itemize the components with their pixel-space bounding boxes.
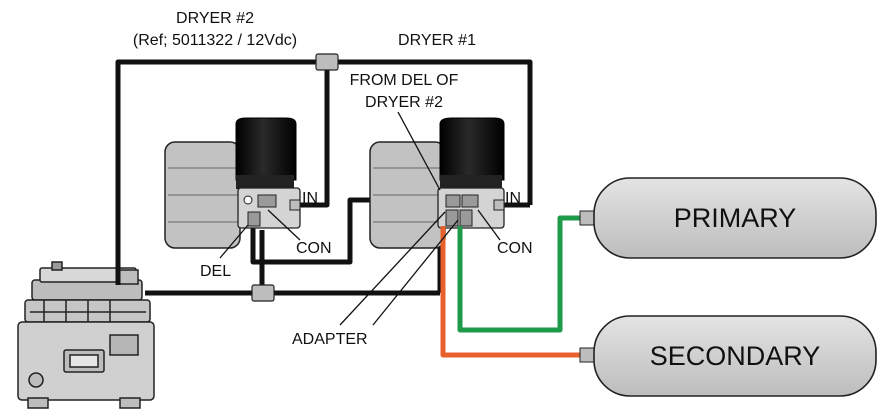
secondary-tank	[579, 315, 877, 397]
tee-fittings	[251, 53, 339, 302]
air-lines	[115, 59, 533, 296]
compressor	[17, 261, 155, 409]
dryer2-ref: (Ref; 5011322 / 12Vdc)	[133, 32, 297, 49]
del-label: DEL	[200, 263, 231, 280]
con-label-right: CON	[497, 240, 533, 257]
secondary-tank-label: SECONDARY	[650, 341, 821, 371]
dryer1-title: DRYER #1	[398, 32, 476, 49]
adapter-label: ADAPTER	[292, 331, 368, 348]
from-del-label-2: DRYER #2	[365, 94, 443, 111]
from-del-label-1: FROM DEL OF	[350, 72, 459, 89]
con-label-left: CON	[296, 240, 332, 257]
leader-lines	[219, 111, 501, 326]
in-label-left: IN	[302, 190, 318, 207]
dryer-1	[369, 117, 505, 249]
dryer-2	[164, 117, 301, 249]
primary-delivery-line	[457, 215, 583, 333]
in-label-right: IN	[505, 190, 521, 207]
primary-tank-label: PRIMARY	[674, 203, 797, 233]
primary-tank	[579, 177, 877, 259]
secondary-delivery-line	[440, 226, 583, 358]
dryer2-title: DRYER #2	[176, 10, 254, 27]
